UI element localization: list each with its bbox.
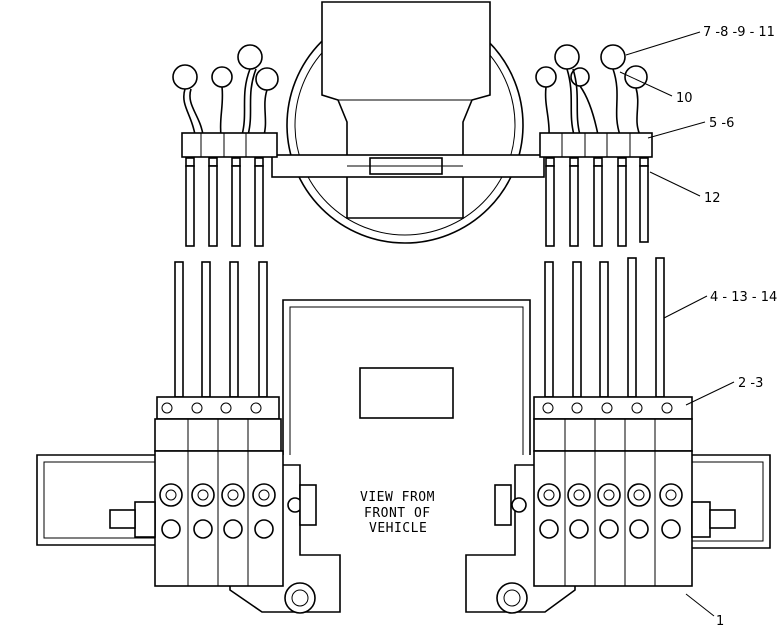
lever-knob xyxy=(172,64,198,90)
leader-lines xyxy=(619,31,735,617)
lever-knob xyxy=(624,65,648,89)
valve-port xyxy=(254,519,274,539)
valve-port xyxy=(221,483,245,507)
callout-label: 12 xyxy=(704,191,721,206)
lever-knob xyxy=(211,66,233,88)
valve-port xyxy=(223,519,243,539)
valve-port xyxy=(191,483,215,507)
valve-port xyxy=(161,519,181,539)
valve-body xyxy=(533,450,693,587)
view-note-line: VEHICLE xyxy=(369,521,427,536)
callout-label: 5 -6 xyxy=(709,116,734,131)
upper-left-levers xyxy=(172,44,279,247)
lever-knob xyxy=(554,44,580,70)
seat-console-assembly xyxy=(271,1,545,244)
valve-port xyxy=(159,483,183,507)
upper-right-levers xyxy=(535,44,653,247)
valve-port xyxy=(569,519,589,539)
callout-label: 7 -8 -9 - 11 xyxy=(703,25,775,40)
view-note: VIEW FROM FRONT OF VEHICLE xyxy=(360,490,435,536)
left-valve-bank xyxy=(109,261,341,614)
lever-knob xyxy=(237,44,263,70)
support-frame xyxy=(36,299,771,549)
valve-port xyxy=(629,519,649,539)
lever-knob xyxy=(535,66,557,88)
valve-port xyxy=(539,519,559,539)
callout-label: 2 -3 xyxy=(738,376,763,391)
valve-body xyxy=(154,450,284,587)
valve-port xyxy=(193,519,213,539)
valve-port xyxy=(597,483,621,507)
valve-port xyxy=(659,483,683,507)
valve-port xyxy=(567,483,591,507)
valve-port xyxy=(627,483,651,507)
valve-port xyxy=(252,483,276,507)
valve-port xyxy=(661,519,681,539)
lever-knob xyxy=(600,44,626,70)
right-valve-bank xyxy=(465,257,736,614)
valve-port xyxy=(537,483,561,507)
callout-label: 1 xyxy=(716,614,724,629)
view-note-line: FRONT OF xyxy=(364,506,431,521)
valve-port xyxy=(599,519,619,539)
callout-label: 4 - 13 - 14 xyxy=(710,290,777,305)
frame-plate xyxy=(359,367,454,419)
lever-knob xyxy=(255,67,279,91)
callout-label: 10 xyxy=(676,91,693,106)
seat-back xyxy=(321,1,491,219)
view-note-line: VIEW FROM xyxy=(360,490,435,505)
callouts: 7 -8 -9 - 11 10 5 -6 12 4 - 13 - 14 2 -3… xyxy=(676,25,777,629)
